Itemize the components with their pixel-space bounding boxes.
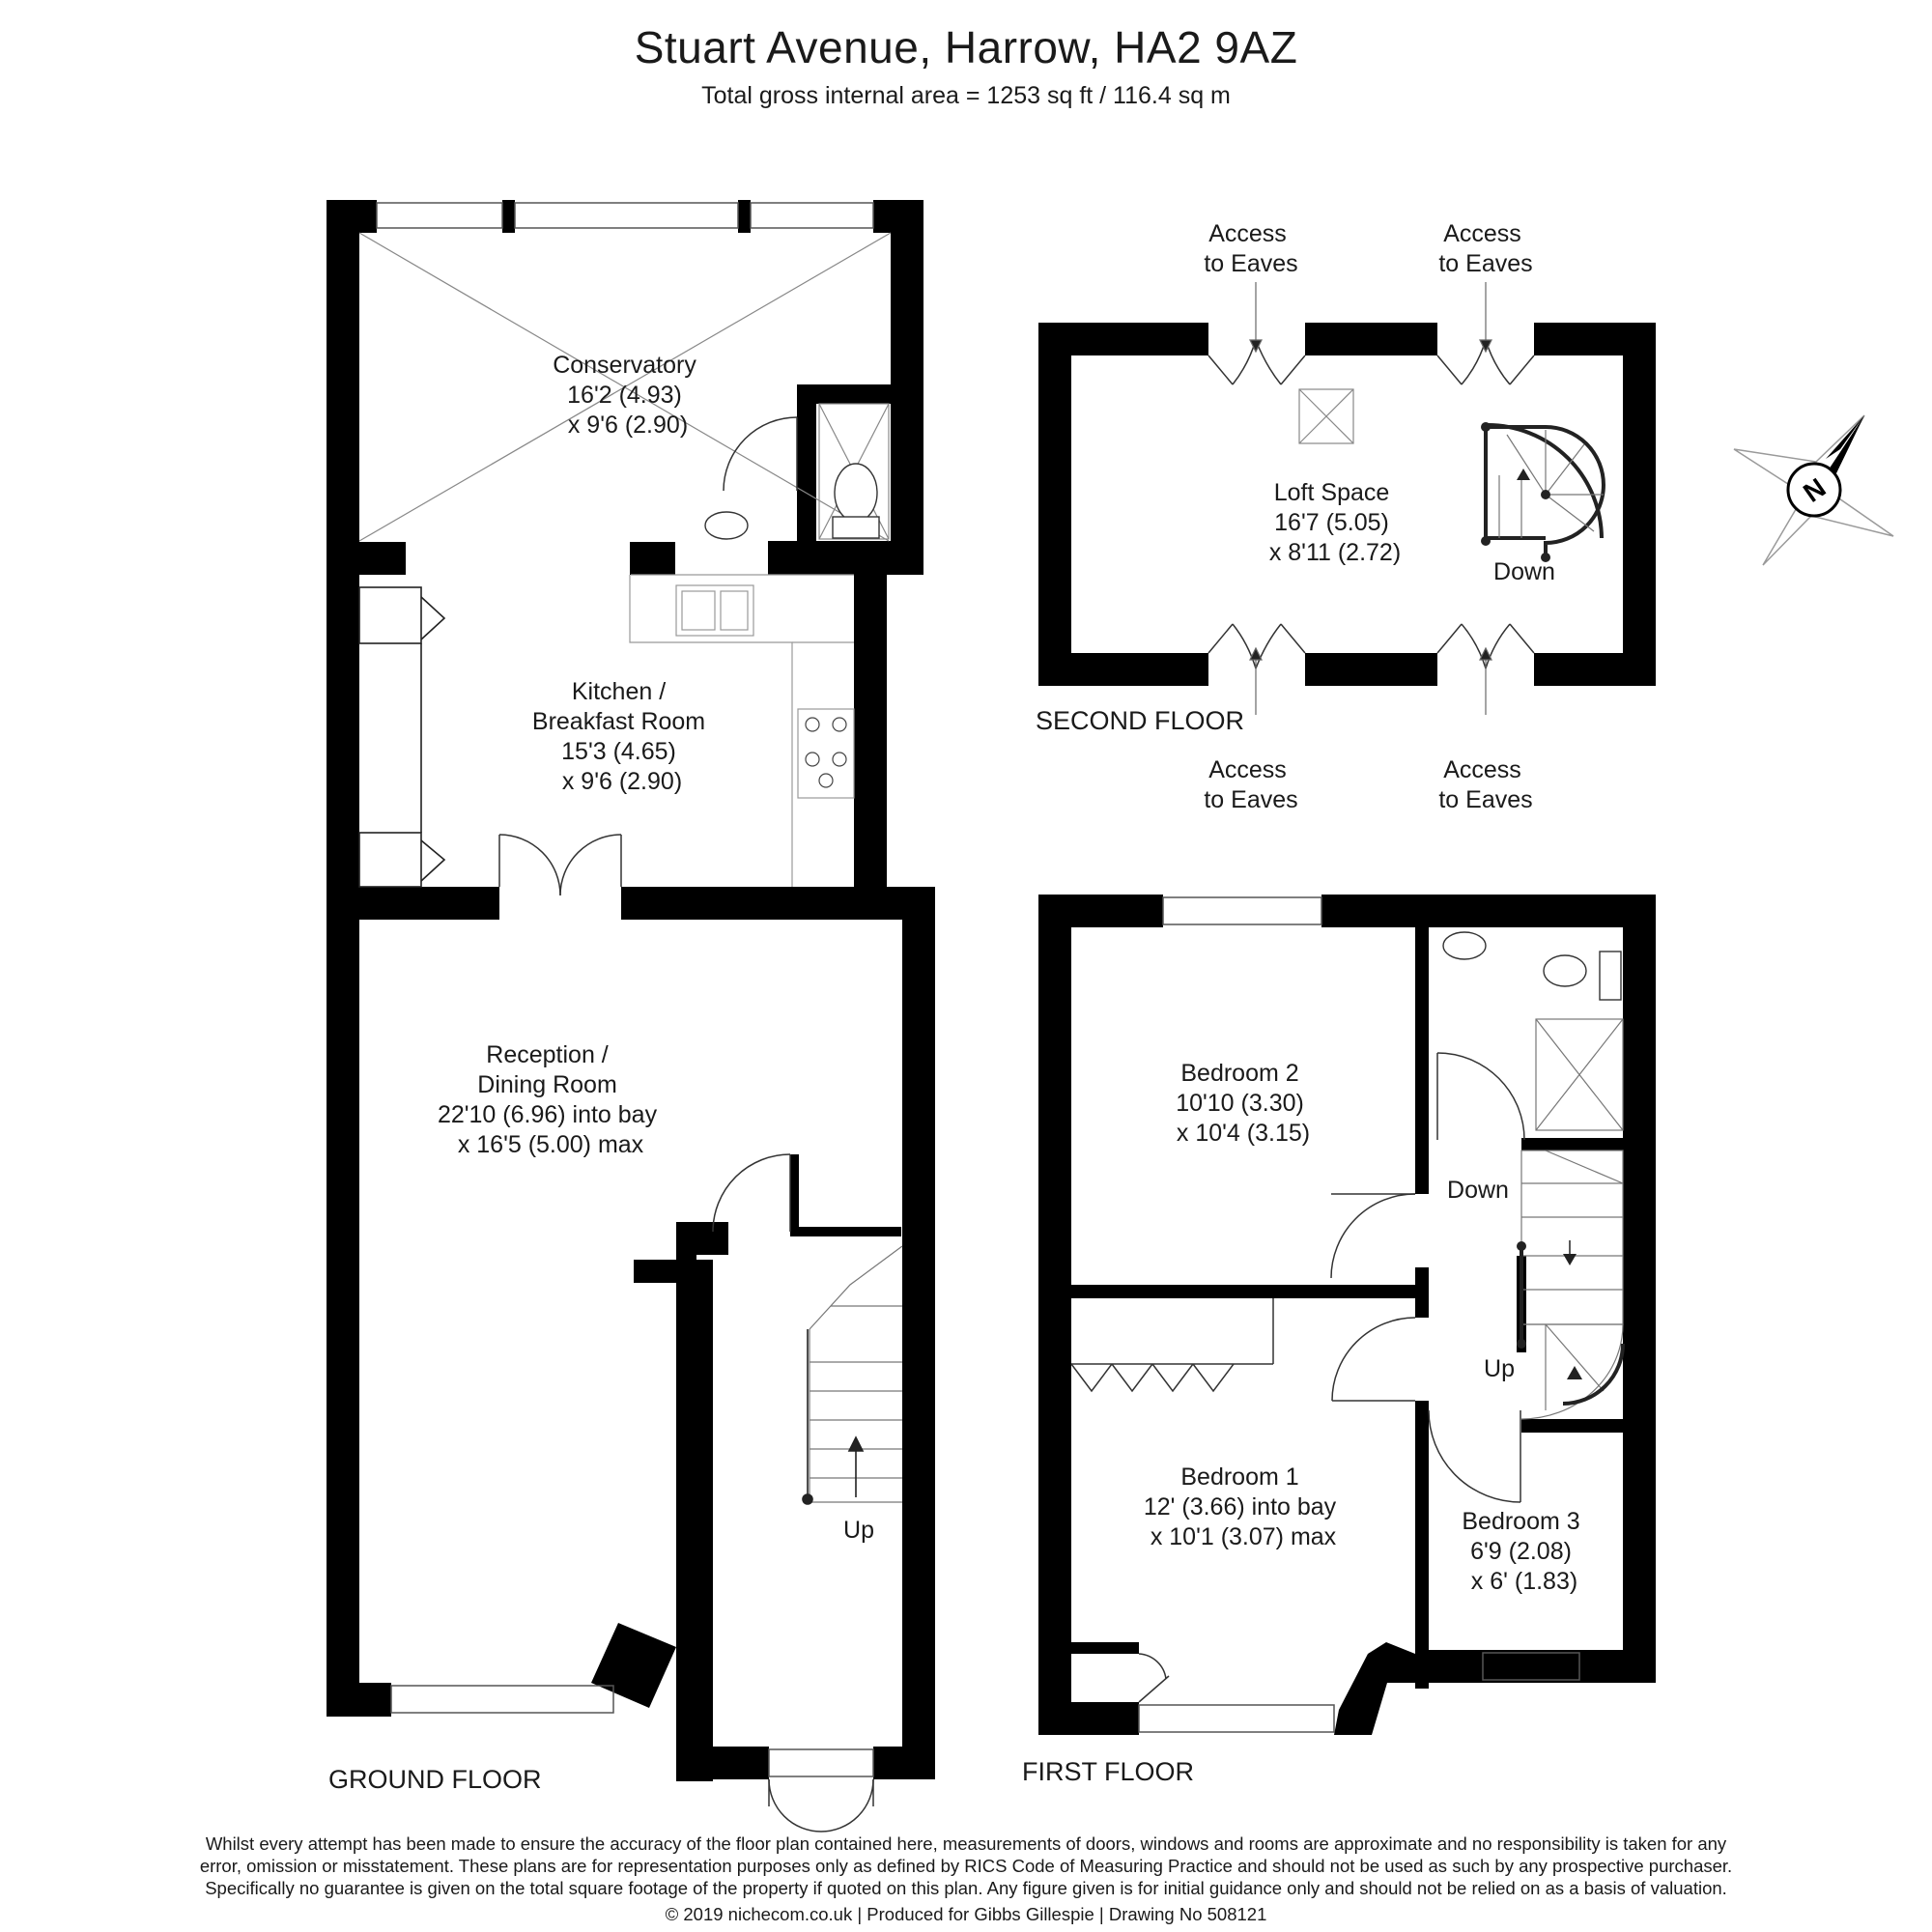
gross-area: Total gross internal area = 1253 sq ft /… <box>701 82 1231 109</box>
eaves-label-top-right: Access to Eaves <box>1438 220 1532 277</box>
disclaimer: Whilst every attempt has been made to en… <box>58 1833 1874 1899</box>
room-bedroom1: Bedroom 1 12' (3.66) into bay x 10'1 (3.… <box>1144 1463 1343 1550</box>
disclaimer-line: Whilst every attempt has been made to en… <box>205 1833 1727 1854</box>
second-floor-plan: Loft Space 16'7 (5.05) x 8'11 (2.72) Dow… <box>1036 220 1656 813</box>
plan-title: Stuart Avenue, Harrow, HA2 9AZ <box>634 22 1298 72</box>
disclaimer-line: Specifically no guarantee is given on th… <box>205 1878 1727 1898</box>
room-bedroom3: Bedroom 3 6'9 (2.08) x 6' (1.83) <box>1462 1508 1586 1595</box>
room-kitchen: Kitchen / Breakfast Room 15'3 (4.65) x 9… <box>532 678 712 795</box>
loft-stairs-down: Down <box>1493 558 1555 585</box>
room-bedroom2: Bedroom 2 10'10 (3.30) x 10'4 (3.15) <box>1176 1060 1311 1147</box>
ground-floor-plan: Conservatory 16'2 (4.93) x 9'6 (2.90) Ki… <box>327 200 935 1833</box>
first-floor-plan: Bedroom 2 10'10 (3.30) x 10'4 (3.15) Bed… <box>1022 895 1656 1786</box>
eaves-label-bottom-right: Access to Eaves <box>1438 756 1532 813</box>
first-floor-label: FIRST FLOOR <box>1022 1757 1194 1786</box>
ground-floor-label: GROUND FLOOR <box>328 1765 542 1794</box>
compass-icon: N <box>1733 414 1894 566</box>
first-stairs-up: Up <box>1484 1355 1515 1382</box>
eaves-label-bottom-left: Access to Eaves <box>1204 756 1297 813</box>
disclaimer-line: error, omission or misstatement. These p… <box>199 1856 1733 1876</box>
room-reception: Reception / Dining Room 22'10 (6.96) int… <box>438 1041 664 1158</box>
room-conservatory: Conservatory 16'2 (4.93) x 9'6 (2.90) <box>553 352 703 439</box>
footer-credits: © 2019 nichecom.co.uk | Produced for Gib… <box>665 1904 1267 1924</box>
stairs-up-label: Up <box>843 1517 874 1544</box>
eaves-label-top-left: Access to Eaves <box>1204 220 1297 277</box>
room-loft: Loft Space 16'7 (5.05) x 8'11 (2.72) <box>1269 479 1401 566</box>
second-floor-label: SECOND FLOOR <box>1036 706 1244 735</box>
first-stairs-down: Down <box>1447 1177 1509 1204</box>
